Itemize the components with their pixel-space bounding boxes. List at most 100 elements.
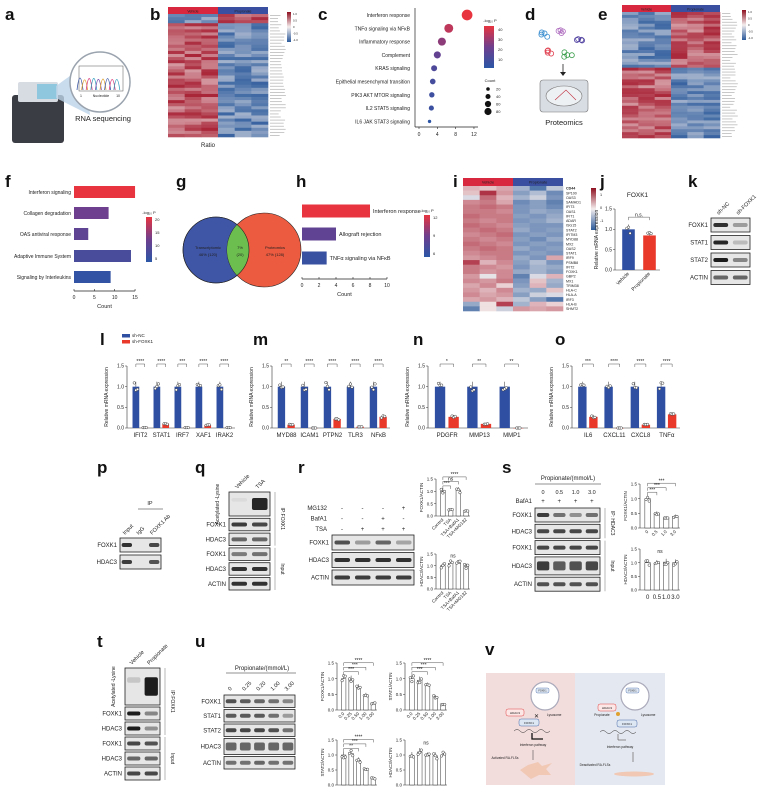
significance-label: ** — [477, 359, 481, 365]
heatmap-cell — [687, 53, 704, 57]
significance-label: ns — [423, 741, 429, 747]
bar — [341, 754, 347, 786]
heatmap-cell — [218, 112, 235, 116]
heatmap-cell — [654, 120, 672, 124]
heatmap-cell — [703, 14, 721, 19]
heatmap-cell — [201, 87, 219, 92]
group-bar-vehicle — [463, 178, 513, 186]
heatmap-cell — [496, 297, 514, 303]
heatmap-cell — [687, 17, 704, 22]
heatmap-cell — [218, 72, 235, 76]
significance-bracket — [156, 363, 166, 367]
row-label: ACTIN — [690, 276, 708, 282]
row-label: STAT2 — [690, 258, 708, 264]
heatmap-cell — [622, 26, 639, 30]
term-label: Inflammatory response — [359, 40, 410, 46]
heatmap-cell — [687, 44, 704, 48]
heatmap-cell — [251, 38, 269, 42]
dose-label: 0.20 — [256, 681, 268, 693]
treatment-sign: - — [362, 506, 364, 512]
data-point — [337, 418, 341, 422]
heatmap-cell — [671, 64, 688, 68]
heatmap-cell — [654, 76, 672, 80]
heatmap-cell — [671, 85, 688, 89]
bar — [356, 760, 361, 786]
bar — [656, 386, 666, 428]
significance-bracket — [343, 748, 359, 752]
heatmap-cell — [184, 84, 202, 89]
heatmap-cell — [622, 29, 639, 33]
heatmap-cell — [687, 64, 704, 68]
heatmap-cell — [251, 32, 269, 36]
heatmap-cell — [703, 53, 721, 57]
colorbar — [591, 188, 596, 230]
heatmap-cell — [463, 246, 480, 252]
heatmap-cell — [168, 127, 185, 132]
treatment-label: TSA — [315, 527, 327, 533]
heatmap-cell — [638, 58, 655, 63]
heatmap-cell — [184, 133, 202, 138]
heatmap-cell — [234, 100, 252, 104]
data-point — [646, 495, 650, 500]
heatmap-cell — [168, 81, 185, 86]
colorbar-tick: 1.0 — [293, 12, 297, 16]
heatmap-cell — [638, 99, 655, 104]
y-tick: 0.0 — [631, 588, 638, 593]
heatmap-cell — [234, 93, 252, 98]
dot — [429, 78, 436, 85]
size-legend-tick: 60 — [496, 102, 501, 107]
data-point — [198, 384, 203, 388]
heatmap-cell — [654, 73, 672, 77]
bafa1-sign: + — [541, 499, 545, 505]
heatmap-cell — [638, 82, 655, 86]
heatmap-cell — [546, 283, 564, 289]
band — [569, 529, 582, 534]
bafa1-sign: + — [558, 499, 562, 505]
band — [127, 726, 141, 731]
data-point — [411, 755, 416, 759]
heatmap-cell — [638, 50, 655, 54]
heatmap-cell — [201, 57, 219, 61]
bar — [363, 769, 369, 786]
heatmap-cell — [638, 47, 655, 51]
heatmap-cell — [622, 79, 639, 83]
data-point — [608, 384, 612, 388]
panel-letter-j: j — [599, 172, 605, 191]
heatmap-cell — [168, 47, 185, 52]
x-tick-label: IRF7 — [176, 433, 190, 439]
y-tick: 0.0 — [328, 783, 335, 788]
heatmap-cell — [234, 63, 252, 67]
heatmap-cell — [622, 17, 639, 22]
bar — [417, 751, 423, 786]
heatmap-cell — [687, 99, 704, 104]
heatmap-cell — [703, 55, 721, 60]
heatmap-cell — [251, 75, 269, 79]
protein-icon — [538, 31, 545, 38]
column-label: Vehicle — [234, 474, 251, 491]
blot-strip — [534, 523, 601, 539]
heatmap-cell — [703, 111, 721, 115]
heatmap-cell — [251, 97, 269, 101]
heatmap-cell — [654, 67, 672, 71]
heatmap-cell — [168, 69, 185, 73]
treatment-title: Propionate/(mmol/L) — [235, 666, 289, 672]
data-point — [435, 757, 439, 761]
data-point — [453, 414, 457, 418]
heatmap-cell — [168, 53, 185, 58]
heatmap-cell — [218, 35, 235, 39]
heatmap-cell — [184, 78, 202, 82]
heatmap-cell — [234, 103, 252, 107]
heatmap-cell — [671, 55, 688, 60]
foxk1-label: FOXK1 — [622, 722, 632, 726]
row-label: STAT1 — [690, 241, 708, 247]
y-tick: 1.5 — [262, 364, 269, 370]
heatmap-cell — [184, 112, 202, 116]
gene-label: SAMHD1 — [566, 201, 581, 205]
x-tick-label: 0.5 — [653, 595, 662, 601]
row-label: FOXK1 — [512, 513, 532, 519]
x-tick-label: 0 — [646, 595, 650, 601]
heatmap-cell — [638, 126, 655, 130]
band — [334, 575, 351, 580]
heatmap-cell — [218, 130, 235, 135]
